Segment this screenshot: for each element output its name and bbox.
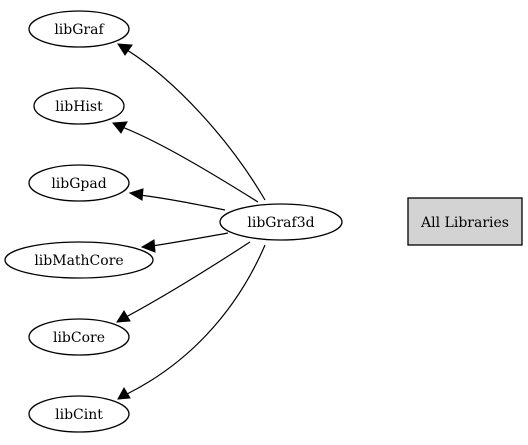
node-libgraf[interactable]: libGraf — [28, 10, 130, 48]
edge-libgraf3d-to-libmathcore — [151, 232, 229, 247]
node-label: libCore — [53, 330, 105, 346]
node-label: libMathCore — [34, 253, 123, 269]
arrowhead-libmathcore — [140, 239, 156, 253]
node-libgpad[interactable]: libGpad — [28, 164, 130, 202]
all-libraries-label: All Libraries — [420, 215, 509, 231]
node-libcore[interactable]: libCore — [28, 318, 130, 356]
node-label: libCint — [55, 407, 103, 423]
node-libhist[interactable]: libHist — [33, 87, 125, 125]
arrowhead-libhist — [112, 121, 128, 134]
edge-libgraf3d-to-libgraf — [126, 49, 266, 201]
arrowhead-libcore — [116, 310, 131, 323]
edge-libgraf3d-to-libcore — [125, 241, 251, 318]
edge-libgraf3d-to-libgpad — [139, 194, 226, 211]
arrowhead-libgraf — [117, 43, 133, 56]
node-label: libGraf — [54, 22, 105, 38]
arrowhead-libcint — [117, 386, 131, 400]
edge-libgraf3d-to-libhist — [121, 126, 259, 203]
node-label: libGpad — [51, 176, 106, 192]
node-libmathcore[interactable]: libMathCore — [4, 241, 154, 279]
node-label: libHist — [55, 99, 103, 115]
arrowhead-libgpad — [128, 188, 144, 201]
edges — [112, 43, 266, 400]
all-libraries-box[interactable]: All Libraries — [407, 197, 523, 246]
node-libgraf3d[interactable]: libGraf3d — [219, 203, 343, 241]
edge-libgraf3d-to-libcint — [126, 244, 266, 395]
node-libcint[interactable]: libCint — [28, 395, 130, 433]
node-label: libGraf3d — [247, 215, 314, 231]
